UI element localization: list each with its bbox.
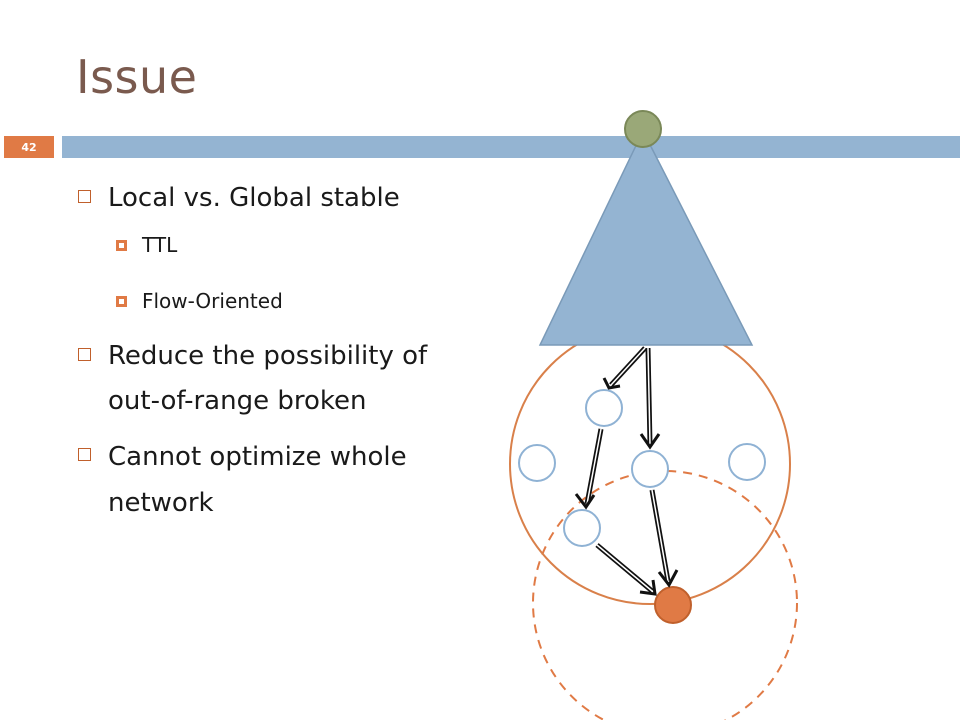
node <box>518 444 556 482</box>
slide-title: Issue <box>76 50 198 104</box>
arrow-tree-to-node3 <box>639 347 661 450</box>
node <box>631 450 669 488</box>
page-number-badge: 42 <box>4 136 54 158</box>
sub-bullet-square-icon <box>116 296 127 307</box>
tree-triangle <box>538 129 754 346</box>
bullet-text: Cannot optimize whole network <box>108 442 407 518</box>
bullet-box-icon <box>78 190 91 203</box>
bullet-list: Local vs. Global stable TTL Flow-Oriente… <box>76 176 476 536</box>
sub-bullet-flow-oriented: Flow-Oriented <box>76 286 476 316</box>
dashed-range-circle <box>532 470 798 720</box>
arrow-node5-to-sink <box>595 543 657 596</box>
bullet-box-icon <box>78 348 91 361</box>
root-node <box>624 110 662 148</box>
sub-bullet-ttl: TTL <box>76 230 476 260</box>
sub-bullet-text: Flow-Oriented <box>142 289 283 313</box>
sub-bullet-text: TTL <box>142 233 178 257</box>
bullet-box-icon <box>78 448 91 461</box>
arrow-node3-to-sink <box>649 489 679 588</box>
arrow-tree-to-node1 <box>602 346 647 390</box>
bullet-reduce-possibility: Reduce the possibility of out-of-range b… <box>76 334 458 424</box>
sub-bullet-square-icon <box>116 240 127 251</box>
node <box>585 389 623 427</box>
bullet-text: Local vs. Global stable <box>108 183 400 213</box>
arrow-node1-to-node5 <box>574 428 604 510</box>
node <box>563 509 601 547</box>
bullet-local-vs-global: Local vs. Global stable <box>76 176 476 220</box>
header-bar <box>62 136 960 158</box>
bullet-cannot-optimize: Cannot optimize whole network <box>76 434 478 526</box>
bullet-text: Reduce the possibility of out-of-range b… <box>108 341 428 416</box>
sink-node <box>654 586 692 624</box>
node <box>728 443 766 481</box>
